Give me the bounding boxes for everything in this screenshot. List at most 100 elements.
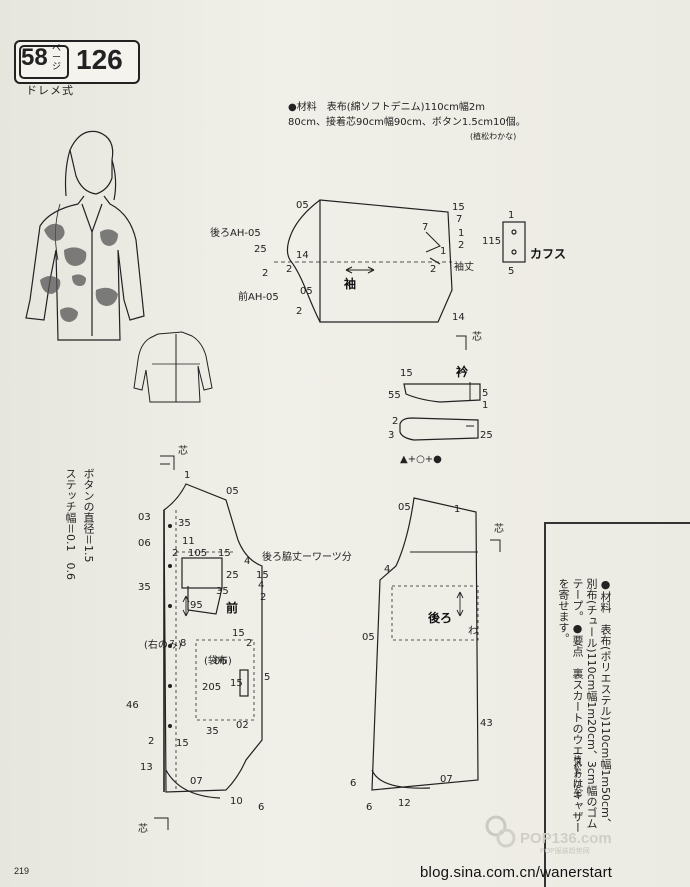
sleeve-m-2a: 2 bbox=[458, 240, 464, 251]
front-m-35b: 35 bbox=[138, 582, 151, 593]
pocket-label: (袋布) bbox=[204, 654, 232, 667]
collar-m-55: 55 bbox=[388, 390, 401, 401]
front-m-13: 13 bbox=[140, 762, 153, 773]
front-m-105: 105 bbox=[188, 548, 207, 559]
sleeve-m-1b: 1 bbox=[440, 246, 446, 257]
sleeve-m-2d: 2 bbox=[296, 306, 302, 317]
back-m-07: 07 bbox=[440, 774, 453, 785]
sleeve-m-2c: 2 bbox=[286, 264, 292, 275]
back-ah-label: 後ろAH-05 bbox=[210, 226, 261, 239]
sleeve-m-2b: 2 bbox=[262, 268, 268, 279]
logo-text: POP136.com bbox=[520, 830, 612, 847]
front-m-02: 02 bbox=[236, 720, 249, 731]
front-ah-label: 前AH-05 bbox=[238, 290, 279, 303]
side-note-text: ●材料 表布(ポリエステル)110cm幅1m50cm、別布(チュール)110cm… bbox=[557, 578, 612, 833]
collar-m-2: 2 bbox=[392, 416, 398, 427]
front-m-15b: 15 bbox=[256, 570, 269, 581]
page-number: 219 bbox=[14, 866, 30, 876]
collar-m-3: 3 bbox=[388, 430, 394, 441]
badge-page-left: 58 bbox=[21, 44, 48, 71]
front-m-10: 10 bbox=[230, 796, 243, 807]
front-m-05a: 05 bbox=[226, 486, 239, 497]
sleeve-m-14a: 14 bbox=[296, 250, 309, 261]
front-m-6: 6 bbox=[258, 802, 264, 813]
front-m-2: 2 bbox=[172, 548, 178, 559]
back-m-6b: 6 bbox=[366, 802, 372, 813]
fold-label: わ bbox=[468, 625, 478, 637]
sleeve-m-05b: 05 bbox=[300, 286, 313, 297]
materials-line-1: ●材料 表布(綿ソフトデニム)110cm幅2m bbox=[288, 102, 485, 113]
core-label-1: 芯 bbox=[472, 330, 482, 343]
sleeve-m-1a: 1 bbox=[458, 228, 464, 239]
sleeve-m-14b: 14 bbox=[452, 312, 465, 323]
sleeve-m-2e: 2 bbox=[430, 264, 436, 275]
style-name: ドレメ式 bbox=[26, 84, 74, 97]
logo-subtext: POP服装趋势网 bbox=[540, 848, 590, 855]
back-m-05a: 05 bbox=[398, 502, 411, 513]
front-m-35d: 35 bbox=[206, 726, 219, 737]
back-m-6a: 6 bbox=[350, 778, 356, 789]
front-m-15a: 15 bbox=[218, 548, 231, 559]
collar-m-25: 25 bbox=[480, 430, 493, 441]
collar-pattern bbox=[399, 382, 481, 441]
front-m-15e: 15 bbox=[176, 738, 189, 749]
front-bodice-pattern bbox=[163, 483, 263, 799]
front-m-35c: 35 bbox=[216, 586, 229, 597]
badge-left-box bbox=[19, 45, 69, 79]
right-only-label: (右のみ) bbox=[144, 638, 182, 651]
cuff-pattern bbox=[502, 221, 526, 263]
sleeve-label: 袖 bbox=[344, 276, 356, 291]
badge-page-right: 126 bbox=[76, 44, 123, 75]
front-m-205: 205 bbox=[202, 682, 221, 693]
blog-watermark: blog.sina.com.cn/wanerstart bbox=[420, 864, 613, 881]
front-label: 前 bbox=[226, 600, 238, 615]
model-camouflage bbox=[40, 223, 118, 322]
front-m-95: 95 bbox=[190, 600, 203, 611]
collar-m-15: 15 bbox=[400, 368, 413, 379]
sleeve-m-05a: 05 bbox=[296, 200, 309, 211]
side-note-box bbox=[544, 522, 690, 887]
front-m-07: 07 bbox=[190, 776, 203, 787]
page-badge: 58 ページ 126 bbox=[14, 40, 140, 84]
sleeve-m-25: 25 bbox=[254, 244, 267, 255]
collar-symbols: ▲+○+● bbox=[400, 454, 442, 465]
back-bodice-pattern bbox=[371, 497, 479, 791]
front-m-2c: 2 bbox=[246, 638, 252, 649]
back-m-12: 12 bbox=[398, 798, 411, 809]
back-dart-label: 後ろ脇丈ーワーツ分 bbox=[262, 550, 352, 563]
front-m-46: 46 bbox=[126, 700, 139, 711]
front-m-03: 03 bbox=[138, 512, 151, 523]
sleeve-m-15: 15 bbox=[452, 202, 465, 213]
sleeve-pattern bbox=[274, 199, 453, 323]
pop-logo-icon bbox=[485, 815, 516, 848]
front-m-2b: 2 bbox=[260, 592, 266, 603]
cuff-m-1: 1 bbox=[508, 210, 514, 221]
front-m-15d: 15 bbox=[230, 678, 243, 689]
front-buttons bbox=[168, 524, 172, 728]
front-m-11: 11 bbox=[182, 536, 195, 547]
sleeve-m-7: 7 bbox=[456, 214, 462, 225]
sleeve-slit-label: 袖丈 bbox=[454, 260, 474, 273]
core-label-2: 芯 bbox=[178, 444, 188, 457]
model-illustration bbox=[25, 130, 145, 341]
cuff-m-5: 5 bbox=[508, 266, 514, 277]
core-symbols bbox=[154, 335, 501, 830]
back-m-43: 43 bbox=[480, 718, 493, 729]
button-note-2: ステッチ幅＝0.1 0.6 bbox=[64, 468, 77, 580]
front-m-15c: 15 bbox=[232, 628, 245, 639]
front-m-35: 35 bbox=[178, 518, 191, 529]
front-m-25: 25 bbox=[226, 570, 239, 581]
core-label-3: 芯 bbox=[138, 822, 148, 835]
designer-credit: (植松わかな) bbox=[470, 132, 517, 141]
front-m-4a: 4 bbox=[244, 556, 250, 567]
front-m-06: 06 bbox=[138, 538, 151, 549]
materials-line-2: 80cm、接着芯90cm幅90cm、ボタン1.5cm10個。 bbox=[288, 117, 526, 128]
front-m-1: 1 bbox=[184, 470, 190, 481]
collar-label: 衿 bbox=[456, 364, 468, 379]
front-m-5: 5 bbox=[264, 672, 270, 683]
badge-page-kana: ページ bbox=[52, 44, 62, 72]
front-m-8: 8 bbox=[180, 638, 186, 649]
back-view-sketch bbox=[133, 331, 213, 403]
core-label-4: 芯 bbox=[494, 522, 504, 535]
